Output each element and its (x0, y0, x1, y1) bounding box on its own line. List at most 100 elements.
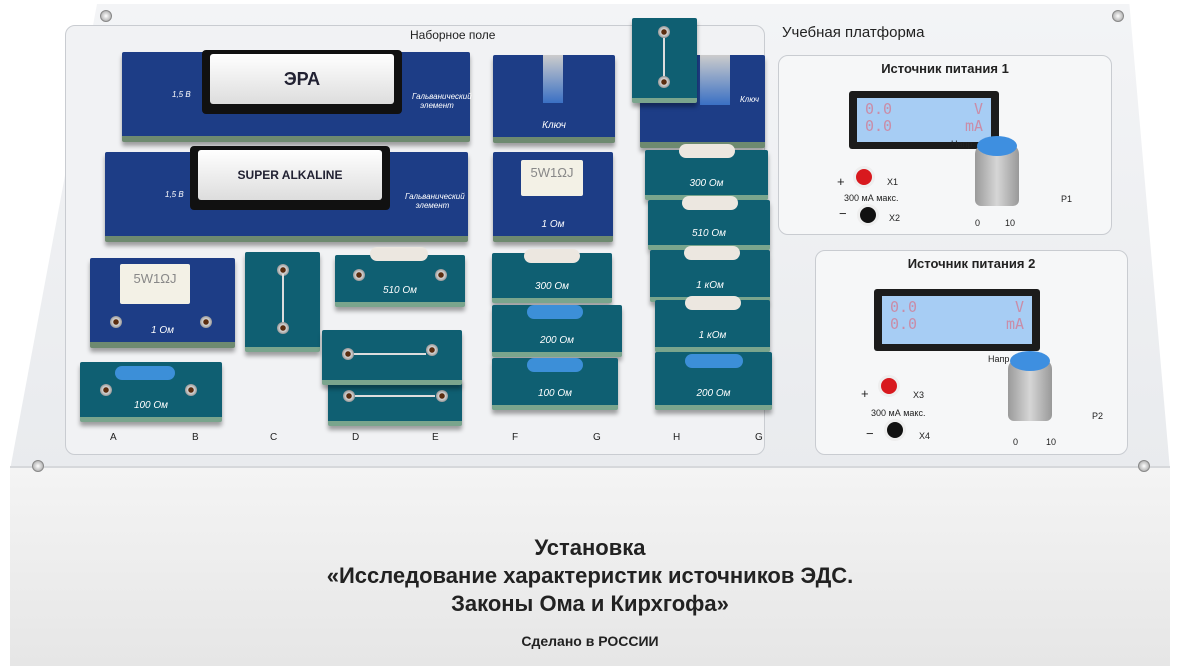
wire-module[interactable] (632, 18, 697, 103)
scale-max: 10 (1046, 437, 1057, 447)
max-current-label: 300 мА макс. (844, 193, 899, 203)
column-label: A (110, 432, 117, 443)
resistor-1-ohm-module[interactable]: 5W1ΩJ 1 Ом (493, 152, 613, 242)
resistor-510-ohm-module[interactable]: 510 Ом (648, 196, 770, 250)
ceramic-resistor: 5W1ΩJ (120, 264, 190, 304)
module-label: 100 Ом (537, 388, 573, 399)
voltage-knob-p2[interactable] (1008, 351, 1052, 421)
resistor-300-ohm-module[interactable]: 300 Ом (492, 249, 612, 303)
resistor-1k-ohm-module[interactable]: 1 кОм (650, 246, 770, 302)
plus-sign: + (861, 386, 869, 401)
current-unit: mA (964, 117, 983, 135)
resistor-100-ohm-module[interactable]: 100 Ом (492, 358, 618, 410)
column-label: G (755, 432, 763, 443)
front-title-line: Установка (534, 535, 646, 560)
column-label: B (192, 432, 199, 443)
voltage-readout: 0.0 (865, 100, 893, 118)
voltage-knob-p1[interactable] (975, 136, 1019, 206)
module-label: Ключ (739, 95, 759, 104)
battery-module[interactable]: 1,5 В SUPER ALKALINE Гальванический элем… (105, 146, 468, 242)
wire-module[interactable] (328, 378, 462, 426)
minus-sign: − (866, 426, 874, 441)
current-readout: 0.0 (865, 117, 893, 135)
column-label: F (512, 432, 519, 443)
front-title-line: Законы Ома и Кирхгофа» (451, 591, 729, 616)
battery-module[interactable]: 1,5 В ЭРА Гальванический элемент (122, 50, 472, 142)
column-label: H (673, 432, 681, 443)
board-title: Наборное поле (410, 28, 496, 42)
pot-label: P2 (1092, 411, 1104, 421)
module-label: 510 Ом (382, 285, 418, 296)
ceramic-resistor: 5W1ΩJ (521, 160, 583, 196)
resistor (370, 247, 428, 261)
column-label: G (593, 432, 601, 443)
scale-min: 0 (1013, 437, 1019, 447)
resistor-100-ohm-module[interactable]: 100 Ом (80, 362, 222, 422)
battery-label: Гальванический элемент (405, 192, 465, 210)
screw (1112, 10, 1124, 22)
module-label: Ключ (542, 120, 566, 131)
screw (1138, 460, 1150, 472)
module-label: 200 Ом (696, 388, 731, 399)
jack-x2[interactable] (857, 204, 879, 226)
scale-max: 10 (1005, 218, 1016, 228)
jack-x3[interactable] (878, 375, 900, 397)
knob-label: Напр (951, 139, 973, 149)
platform-title: Учебная платформа (782, 24, 925, 41)
toggle-switch[interactable] (700, 55, 730, 105)
resistor-300-ohm-module[interactable]: 300 Ом (645, 144, 768, 200)
battery-cell: SUPER ALKALINE (198, 150, 382, 200)
module-label: 1 кОм (696, 280, 724, 291)
switch-module[interactable]: Ключ (493, 55, 615, 143)
scale-min: 0 (975, 218, 981, 228)
current-readout: 0.0 (890, 315, 918, 333)
column-label: C (270, 432, 278, 443)
module-label: 100 Ом (133, 400, 169, 411)
minus-sign: − (839, 206, 847, 221)
battery-label: Гальванический элемент (412, 92, 472, 110)
screw (32, 460, 44, 472)
screw (100, 10, 112, 22)
resistor-200-ohm-module[interactable]: 200 Ом (655, 352, 772, 410)
module-label: 1 Ом (151, 325, 174, 336)
front-panel (10, 466, 1170, 666)
resistor-200-ohm-module[interactable]: 200 Ом (492, 305, 622, 357)
jack-x1[interactable] (853, 166, 875, 188)
battery-cell: ЭРА (210, 54, 394, 104)
resistor (115, 366, 175, 380)
column-label: E (432, 432, 439, 443)
power-supply-title: Источник питания 1 (881, 61, 1009, 76)
knob-label: Напр (988, 354, 1010, 364)
made-in-label: Сделано в РОССИИ (521, 633, 659, 649)
module-label: 1 кОм (698, 330, 727, 341)
jack-label: X1 (887, 177, 899, 187)
column-label: D (352, 432, 360, 443)
battery-voltage: 1,5 В (172, 90, 191, 99)
resistor-1k-ohm-module[interactable]: 1 кОм (655, 296, 770, 352)
current-unit: mA (1005, 315, 1024, 333)
module-label: 1 Ом (541, 219, 565, 230)
pot-label: P1 (1061, 194, 1073, 204)
wire-module[interactable] (322, 330, 462, 385)
voltage-unit: V (1014, 298, 1024, 316)
module-label: 300 Ом (689, 178, 724, 189)
jack-label: X2 (889, 213, 901, 223)
module-label: 300 Ом (534, 281, 570, 292)
resistor-510-ohm-module[interactable]: 510 Ом (335, 247, 465, 307)
jack-label: X3 (913, 390, 925, 400)
front-title-line: «Исследование характеристик источников Э… (326, 563, 854, 588)
max-current-label: 300 мА макс. (871, 408, 926, 418)
power-supply-title: Источник питания 2 (907, 256, 1036, 271)
toggle-switch[interactable] (543, 55, 563, 103)
jack-x4[interactable] (884, 419, 906, 441)
plus-sign: + (837, 174, 845, 189)
voltage-unit: V (973, 100, 983, 118)
wire-module[interactable] (245, 252, 320, 352)
module-label: 200 Ом (539, 335, 575, 346)
resistor-1-ohm-module[interactable]: 5W1ΩJ 1 Ом (90, 258, 235, 348)
jack-label: X4 (919, 431, 931, 441)
